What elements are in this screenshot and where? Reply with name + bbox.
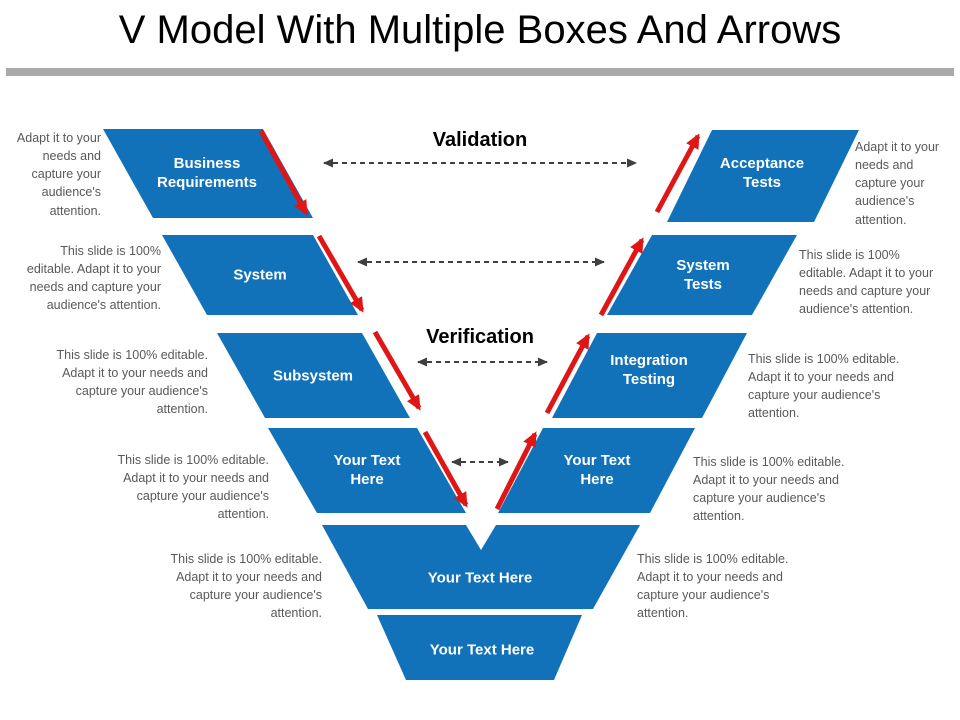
red-up-arrow-3: [598, 237, 645, 317]
red-up-arrow-2: [544, 333, 591, 415]
box-business-requirements: [103, 129, 313, 218]
box-system: [162, 235, 358, 315]
verification-label: Verification: [426, 326, 534, 348]
box-system-tests: [607, 235, 797, 315]
red-down-arrow-2: [316, 234, 365, 313]
red-down-arrow-3: [372, 330, 422, 411]
validation-label: Validation: [432, 129, 528, 151]
note-integration-testing: This slide is 100% editable. Adapt it to…: [748, 352, 900, 421]
box-integration-testing: [552, 333, 747, 418]
box-subsystem: [217, 333, 410, 418]
note-your-text-right: This slide is 100% editable. Adapt it to…: [693, 455, 845, 524]
slide-title: V Model With Multiple Boxes And Arrows: [118, 8, 842, 52]
note-your-text-left: This slide is 100% editable. Adapt it to…: [117, 453, 269, 522]
box-your-text-here-bottom-large: [322, 525, 640, 609]
red-up-arrow-4: [654, 133, 701, 214]
title-divider: [6, 68, 954, 76]
note-bottom-left: This slide is 100% editable. Adapt it to…: [170, 552, 322, 621]
note-system-tests: This slide is 100% editable. Adapt it to…: [799, 248, 934, 317]
note-business-requirements: Adapt it to your needs and capture your …: [16, 131, 101, 218]
box-acceptance-tests: [667, 130, 859, 222]
box-your-text-here-right: [498, 428, 695, 513]
box-your-text-here-left: [268, 428, 466, 513]
box-your-text-here-bottom-small: [377, 615, 582, 680]
note-system: This slide is 100% editable. Adapt it to…: [26, 244, 161, 313]
red-down-arrow-1: [258, 129, 309, 216]
red-down-arrow-4: [422, 430, 469, 508]
note-acceptance-tests: Adapt it to your needs and capture your …: [855, 140, 940, 227]
note-subsystem: This slide is 100% editable. Adapt it to…: [56, 348, 208, 417]
note-bottom-right: This slide is 100% editable. Adapt it to…: [637, 552, 789, 621]
red-up-arrow-1: [494, 431, 538, 511]
